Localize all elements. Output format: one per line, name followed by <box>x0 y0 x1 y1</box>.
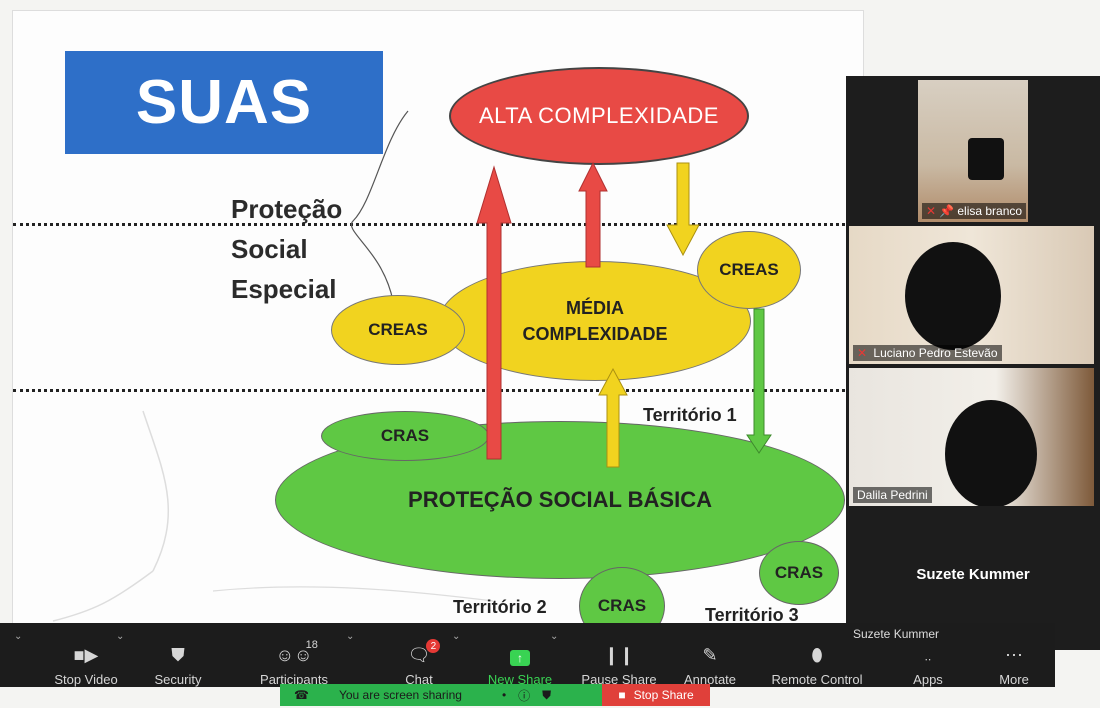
share-up-arrow-icon: ↑ <box>510 650 530 666</box>
pen-icon: ✎ <box>702 645 718 665</box>
security-button[interactable]: ⛊ Security <box>154 645 202 687</box>
territorio-3-label: Território 3 <box>705 605 799 625</box>
chevron-down-icon[interactable]: ⌄ <box>452 631 461 642</box>
territorio-1-label: Território 1 <box>643 405 737 425</box>
cras-bottom-ellipse: CRAS <box>579 567 665 633</box>
red-arrow-tall <box>476 165 512 460</box>
shield-icon: ⛊ <box>542 687 552 702</box>
participant-name-label: ✕ Luciano Pedro Estevão <box>853 345 1002 361</box>
participant-name-label: ✕📌 elisa branco <box>922 203 1027 219</box>
divider-bottom <box>13 389 863 392</box>
hover-participant-name: Suzete Kummer <box>853 627 940 641</box>
background-scribble <box>52 110 494 622</box>
annotate-button[interactable]: ✎ Annotate <box>683 645 737 687</box>
video-redaction <box>905 242 1001 350</box>
pause-icon: ❙❙ <box>603 645 635 665</box>
phone-icon: ☎ <box>294 688 309 702</box>
green-arrow-down <box>746 308 772 454</box>
sharing-status[interactable]: ☎ You are screen sharing • ⓘ ⛊ <box>280 684 602 706</box>
cras-right-ellipse: CRAS <box>759 541 839 605</box>
participants-icon: ☺☺ 18 <box>275 639 318 665</box>
more-button[interactable]: ⋯ More <box>999 645 1029 687</box>
apps-icon: ∙∙ <box>924 652 932 666</box>
mic-icon: • <box>501 688 507 702</box>
info-icon: ⓘ <box>518 688 531 703</box>
stop-square-icon: ■ <box>618 688 626 702</box>
red-arrow-short <box>578 161 608 268</box>
alta-complexidade-ellipse: ALTA COMPLEXIDADE <box>449 67 749 165</box>
chat-button[interactable]: 🗨 2 Chat <box>396 623 442 695</box>
cras-top-ellipse: CRAS <box>321 411 489 461</box>
more-dots-icon: ⋯ <box>1005 645 1023 665</box>
yellow-arrow-up <box>598 367 628 468</box>
territorio-2-label: Território 2 <box>453 597 547 617</box>
creas-right-ellipse: CREAS <box>697 231 801 309</box>
stop-share-button[interactable]: ■ Stop Share <box>602 684 710 706</box>
meeting-toolbar: ⌄ ■▶ Stop Video ⌄ ⛊ Security ☺☺ 18 Parti… <box>0 623 1055 687</box>
video-camera-icon: ■▶ <box>73 645 99 665</box>
chat-badge: 2 <box>426 639 441 653</box>
video-tile-2[interactable]: ✕ Luciano Pedro Estevão <box>849 226 1094 364</box>
chevron-down-icon[interactable]: ⌄ <box>346 631 355 642</box>
flow-arrows <box>476 161 772 468</box>
remote-control-button[interactable]: ⬮ Remote Control <box>771 645 863 687</box>
screen-sharing-bar: ☎ You are screen sharing • ⓘ ⛊ ■ Stop Sh… <box>280 684 710 706</box>
mic-muted-icon: ✕ <box>926 204 937 218</box>
pin-icon: 📌 <box>939 204 955 218</box>
mouse-icon: ⬮ <box>811 645 823 665</box>
no-video-participant-name[interactable]: Suzete Kummer <box>916 566 1030 583</box>
chevron-down-icon[interactable]: ⌄ <box>14 631 23 642</box>
pause-share-button[interactable]: ❙❙ Pause Share <box>581 645 657 687</box>
chevron-down-icon[interactable]: ⌄ <box>550 631 559 642</box>
chevron-down-icon[interactable]: ⌄ <box>116 631 125 642</box>
shield-icon: ⛊ <box>171 645 185 665</box>
video-panel: ✕📌 elisa branco ✕ Luciano Pedro Estevão … <box>846 76 1100 650</box>
apps-button[interactable]: ∙∙ Apps <box>913 652 943 687</box>
divider-top <box>13 223 863 226</box>
video-redaction <box>968 138 1004 180</box>
stop-video-button[interactable]: ■▶ Stop Video <box>54 645 118 687</box>
video-tile-1[interactable]: ✕📌 elisa branco <box>918 80 1028 222</box>
participant-name-label: Dalila Pedrini <box>853 487 932 503</box>
shared-slide: SUAS Proteção Social Especial ALTA COMPL… <box>12 10 864 634</box>
creas-left-ellipse: CREAS <box>331 295 465 365</box>
yellow-arrow-down <box>666 162 700 257</box>
video-redaction <box>945 400 1037 506</box>
slide-title: SUAS <box>65 51 383 154</box>
mic-muted-icon: ✕ <box>857 346 868 360</box>
new-share-button[interactable]: ↑ New Share <box>487 650 553 687</box>
protecao-social-especial-label: Proteção Social Especial <box>231 194 343 304</box>
chat-icon: 🗨 2 <box>408 639 441 666</box>
participants-button[interactable]: ☺☺ 18 Participants <box>260 639 328 687</box>
video-tile-3[interactable]: Dalila Pedrini <box>849 368 1094 506</box>
